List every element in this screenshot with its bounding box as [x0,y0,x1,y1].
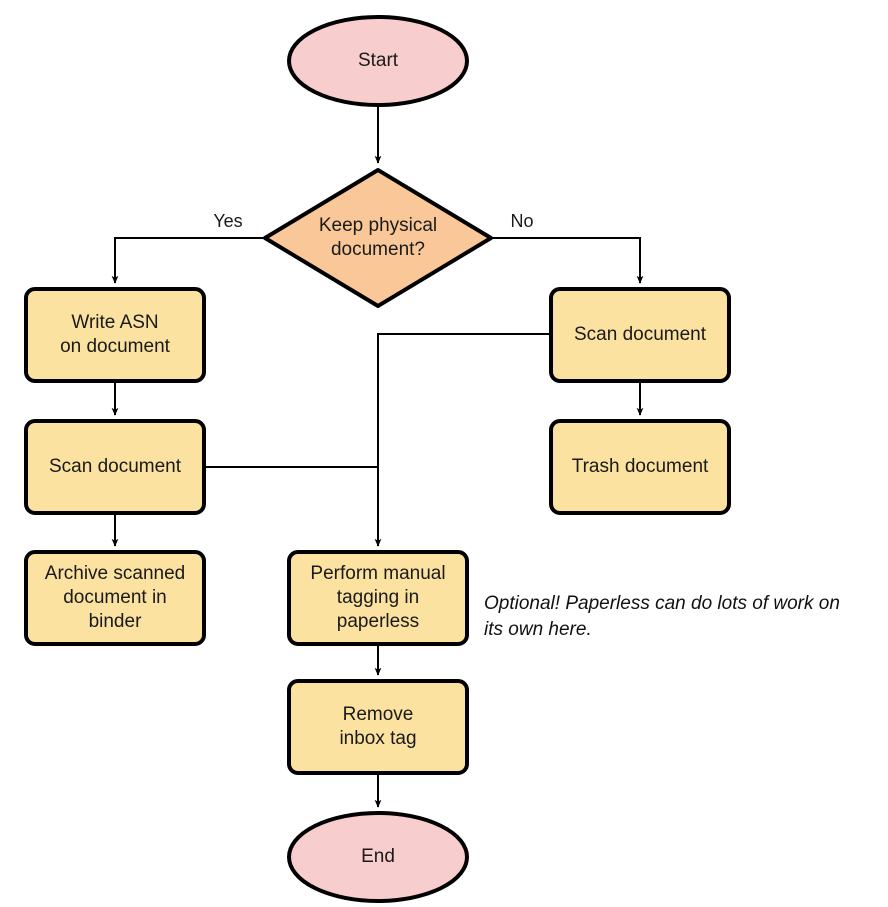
node-label-end: End [361,846,395,867]
connector-decision-no-to-scan-document-right [491,237,644,284]
node-trash-document[interactable]: Trash document [549,419,731,515]
node-start[interactable]: Start [287,15,469,107]
edge-label-decision-no-to-scan-document-right: No [510,211,533,231]
annotations-layer: Optional! Paperless can do lots of work … [484,593,840,640]
node-label-scan-document-right: Scan document [574,324,707,345]
node-shape-rect-trash-document [549,419,731,515]
node-shape-rect-perform-manual-tagging-in-paperless [287,550,469,646]
node-shape-rect-archive-scanned-document-in-binder [24,550,206,646]
node-label-scan-document-left: Scan document [49,456,182,477]
node-scan-document-left[interactable]: Scan document [24,419,206,515]
connector-decision-yes-to-write-asn [111,237,265,284]
node-shape-diamond-keep-physical-document [263,168,493,308]
node-label-trash-document: Trash document [572,456,709,477]
node-scan-document-right[interactable]: Scan document [549,287,731,383]
node-label-start: Start [358,50,399,71]
annotation-optional-note: Optional! Paperless can do lots of work … [484,593,840,640]
node-shape-ellipse-start [287,15,469,107]
node-end[interactable]: End [287,811,469,903]
node-shape-rect-remove-inbox-tag [287,679,469,775]
node-shape-ellipse-end [287,811,469,903]
node-shape-rect-write-asn-on-document [24,287,206,383]
node-shape-rect-scan-document-right [549,287,731,383]
edges-layer [111,105,644,808]
connector-scan-document-right-to-manual-tagging [374,333,551,547]
edge-labels-layer: Yes No [213,211,533,231]
edge-label-decision-yes-to-write-asn: Yes [213,211,242,231]
node-shape-rect-scan-document-left [24,419,206,515]
